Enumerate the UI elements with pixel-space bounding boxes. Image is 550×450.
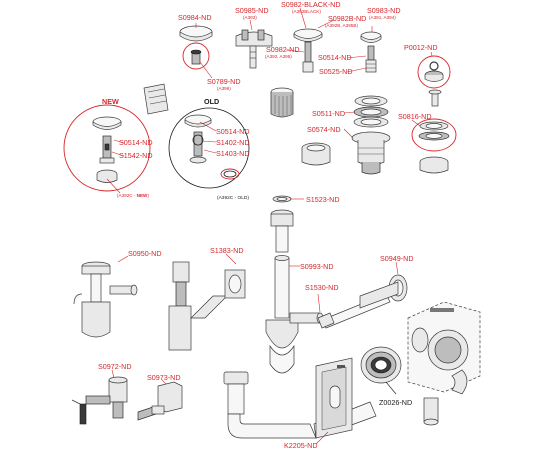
part-k2205-plate bbox=[315, 357, 353, 439]
label-s1523: S1523-ND bbox=[306, 195, 340, 204]
part-s0972-valve bbox=[71, 376, 128, 425]
part-s1523 bbox=[272, 195, 292, 203]
part-s0816 bbox=[411, 89, 457, 174]
new-group bbox=[63, 104, 151, 192]
part-s0574-body bbox=[351, 131, 391, 175]
part-s0511-washers bbox=[353, 95, 389, 128]
label-s0789: S0789-ND bbox=[207, 77, 241, 86]
label-s0950: S0950-ND bbox=[128, 249, 162, 258]
label-s0982-black-model: (A392BLACK) bbox=[292, 9, 321, 14]
label-s0789-model: (A396) bbox=[217, 86, 231, 91]
label-s0949: S0949-ND bbox=[380, 254, 414, 263]
label-s0985-model: (A393) bbox=[243, 15, 257, 20]
label-s0984: S0984-ND bbox=[178, 13, 212, 22]
label-s1383: S1383-ND bbox=[210, 246, 244, 255]
label-s0982-model: (A392, A395) bbox=[265, 54, 292, 59]
label-s1530: S1530-ND bbox=[305, 283, 339, 292]
part-nut-left bbox=[301, 142, 331, 166]
label-s1403: S1403-ND bbox=[216, 149, 250, 158]
label-z0026: Z0026-ND bbox=[379, 398, 412, 407]
label-s0983: S0983-ND bbox=[367, 6, 401, 15]
label-s0982-black: S0982-BLACK-ND bbox=[281, 0, 341, 9]
label-s0985: S0985-ND bbox=[235, 6, 269, 15]
label-s0983-model: (A391, A394) bbox=[369, 15, 396, 20]
label-s0982: S0982-ND bbox=[266, 45, 300, 54]
label-old-title: OLD bbox=[204, 97, 219, 106]
label-s1402: S1402-ND bbox=[216, 138, 250, 147]
part-p0012 bbox=[417, 55, 451, 89]
label-s0982b-model: (A392B, A395B) bbox=[325, 23, 358, 28]
label-s0514-top: S0514-ND bbox=[318, 53, 352, 62]
part-s0993-pipe bbox=[265, 255, 324, 374]
part-vertical-pipe bbox=[270, 209, 294, 253]
part-grate bbox=[143, 83, 169, 115]
part-s0973-valve bbox=[137, 381, 183, 421]
label-s0514-old: S0514-ND bbox=[216, 127, 250, 136]
label-s0816: S0816-ND bbox=[398, 112, 432, 121]
label-new-title: NEW bbox=[102, 97, 119, 106]
label-s0514-new: S0514-ND bbox=[119, 138, 153, 147]
label-s1542: S1542-ND bbox=[119, 151, 153, 160]
part-concealed-siphon bbox=[407, 301, 481, 426]
label-s0973: S0973-ND bbox=[147, 373, 181, 382]
label-s0511: S0511-ND bbox=[312, 109, 345, 118]
part-s0985 bbox=[235, 29, 273, 69]
part-s0982-black bbox=[293, 28, 323, 73]
old-group bbox=[168, 107, 250, 189]
label-p0012: P0012-ND bbox=[404, 43, 438, 52]
leader-lines bbox=[106, 7, 433, 445]
part-strainer-basket bbox=[270, 87, 294, 118]
part-z0026-ring bbox=[360, 346, 402, 384]
part-s1383-square-trap bbox=[168, 261, 246, 351]
label-s0972: S0972-ND bbox=[98, 362, 132, 371]
label-s0993: S0993-ND bbox=[300, 262, 334, 271]
part-s0983 bbox=[360, 31, 382, 73]
label-s0525: S0525-ND bbox=[319, 67, 353, 76]
label-a392c-new: (A392C - NEW) bbox=[117, 193, 149, 198]
part-k2205-pipe bbox=[223, 371, 377, 439]
label-a392c-old: (A392C - OLD) bbox=[217, 195, 249, 201]
label-s0574: S0574-ND bbox=[307, 125, 341, 134]
label-s0982b: S0982B-ND bbox=[328, 14, 366, 23]
part-s0950-bottle-trap bbox=[73, 261, 138, 338]
part-s0984 bbox=[179, 25, 213, 70]
part-s0949-nut bbox=[359, 274, 408, 309]
label-k2205: K2205-ND bbox=[284, 441, 318, 450]
